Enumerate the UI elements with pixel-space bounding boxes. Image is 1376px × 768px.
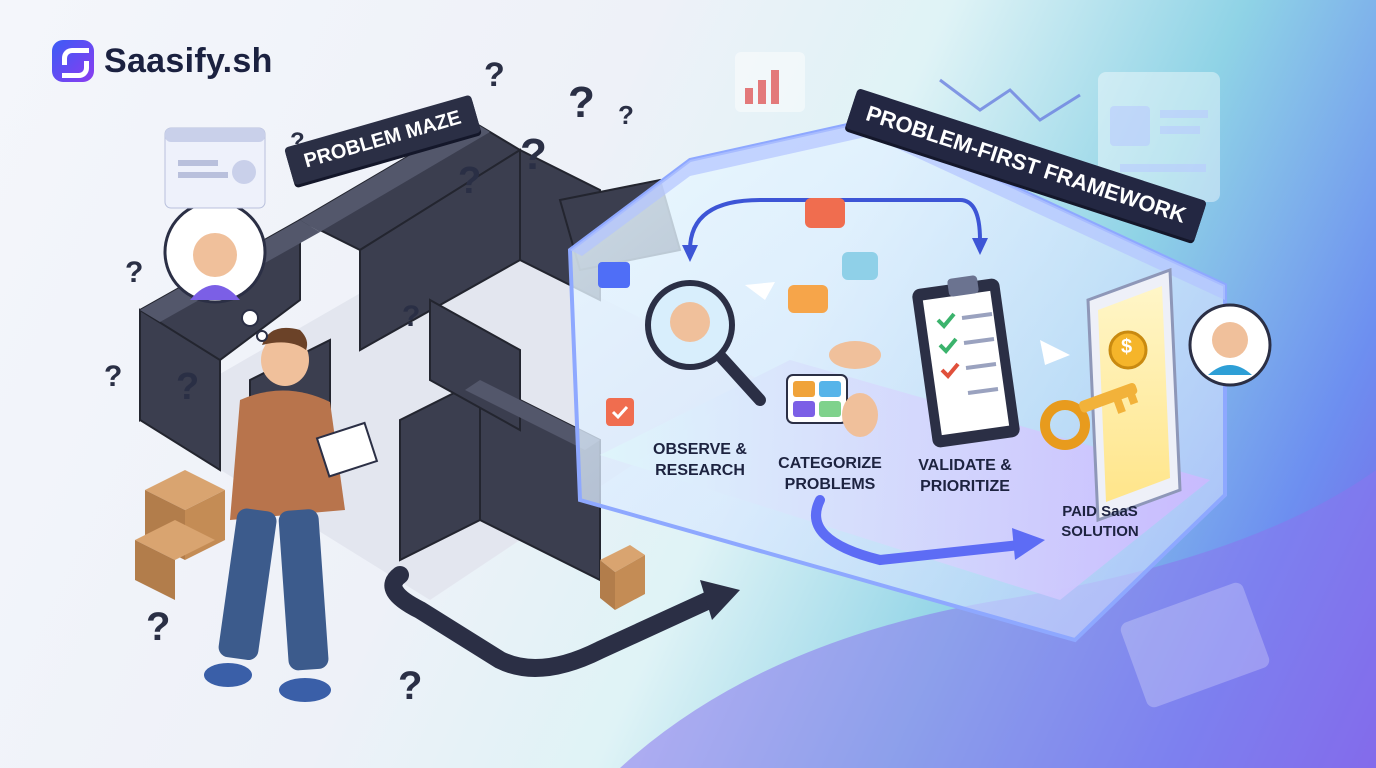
question-mark-icon: ?	[146, 605, 171, 649]
loop-arrow-head-left	[682, 245, 698, 262]
floating-doc-panel	[1120, 582, 1270, 708]
solution-arrow	[811, 495, 1025, 566]
check-badge-icon	[606, 398, 634, 426]
logo-mark-icon	[52, 40, 94, 82]
clipboard-checklist-icon	[912, 275, 1020, 448]
step-paid-saas-solution: PAID SaaS SOLUTION	[1061, 503, 1139, 540]
maze-exit-arrowhead	[700, 580, 740, 620]
browser-window-left	[164, 127, 266, 209]
key-icon	[1040, 382, 1139, 450]
loop-arrow	[688, 198, 982, 251]
brand-name: Saasify.sh	[104, 41, 273, 80]
floating-chart-panel	[735, 52, 1081, 122]
question-mark-icon: ?	[125, 256, 144, 289]
solution-arrow-head	[1012, 528, 1045, 560]
question-mark-icon: ?	[104, 360, 123, 393]
confused-avatar-bubble	[163, 200, 268, 342]
question-mark-icon: ?	[398, 664, 423, 708]
question-mark-icon: ?	[176, 366, 200, 408]
code-badge-icon	[598, 262, 630, 288]
chat-bubbles	[788, 198, 878, 313]
coin-symbol-icon: $	[1121, 336, 1133, 358]
brand-logo[interactable]: Saasify.sh	[52, 40, 273, 82]
question-mark-icon: ?	[402, 300, 421, 333]
step-categorize-problems: CATEGORIZE PROBLEMS	[778, 455, 882, 493]
question-mark-icon: ?	[520, 130, 547, 179]
question-mark-icon: ?	[458, 160, 482, 202]
cardboard-boxes	[135, 470, 645, 610]
loop-arrow-head-right	[972, 238, 988, 255]
question-mark-icon: ?	[618, 100, 634, 130]
question-mark-icon: ?	[484, 56, 505, 94]
magnifier-icon	[645, 280, 766, 406]
framework-box	[567, 117, 1227, 643]
floating-profile-panel	[1098, 72, 1220, 202]
maze-exit-path	[384, 566, 729, 677]
step-observe-research: OBSERVE & RESEARCH	[653, 441, 747, 479]
flow-arrow-1	[745, 282, 775, 300]
flow-arrow-2	[1040, 340, 1070, 365]
person-with-notepad	[204, 327, 379, 702]
happy-avatar-bubble	[1188, 303, 1272, 387]
step-validate-prioritize: VALIDATE & PRIORITIZE	[918, 457, 1012, 495]
check-mark-icon	[611, 405, 629, 420]
question-mark-icon: ?	[568, 78, 595, 127]
category-cards	[786, 341, 881, 437]
